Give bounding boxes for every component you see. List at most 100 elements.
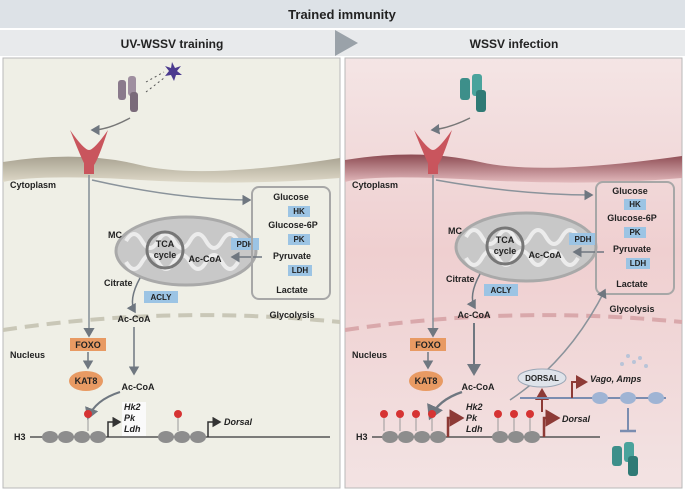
left-ldh-label: LDH (292, 266, 309, 275)
right-glucose-label: Glucose (612, 186, 648, 196)
right-foxo-box (410, 338, 446, 351)
right-pdh-label: PDH (575, 235, 592, 244)
left-dorsal-promoter-arrow (207, 416, 222, 437)
left-foxo-box (70, 338, 106, 351)
left-panel-title: UV-WSSV training (121, 37, 224, 51)
right-g6p-label: Glucose-6P (607, 213, 657, 223)
left-tca-cycle-icon (145, 230, 185, 270)
left-nucleus-label: Nucleus (10, 350, 45, 360)
right-panel: Cytoplasm Nucleus MC TCA cycle Ac-CoA Ci… (344, 57, 683, 489)
left-hk-label: HK (293, 207, 305, 216)
dorsal-protein-label: DORSAL (525, 374, 559, 383)
left-pk-label: PK (293, 235, 304, 244)
right-hk-box (624, 199, 646, 210)
virus-entry-arrow (90, 117, 131, 136)
left-gene-dorsal: Dorsal (224, 417, 253, 427)
left-gene-ldh: Ldh (124, 424, 141, 434)
dorsal-to-glycolysis-feedback-arrow (509, 288, 607, 401)
left-h3-label: H3 (14, 432, 26, 442)
header-title: Trained immunity (288, 7, 396, 22)
left-cycle-label: cycle (154, 250, 177, 260)
right-h3-label: H3 (356, 432, 368, 442)
right-cytoplasm-label: Cytoplasm (352, 180, 398, 190)
right-cyto-acoa-label: Ac-CoA (458, 310, 491, 320)
dorsal-protein-oval (517, 368, 567, 388)
right-acly-label: ACLY (490, 286, 512, 295)
right-nuclear-membrane (344, 313, 683, 332)
left-glucose-label: Glucose (273, 192, 309, 202)
right-hk-label: HK (629, 200, 641, 209)
left-foxo-label: FOXO (75, 340, 101, 350)
left-citrate-label: Citrate (104, 278, 133, 288)
transition-arrow (335, 30, 358, 56)
left-panel: Cytoplasm Nucleus MC TCA cycle Ac-CoA Ci… (2, 57, 341, 489)
right-lactate-label: Lactate (616, 279, 648, 289)
right-tca-label: TCA (496, 235, 515, 245)
left-hk-box (288, 206, 310, 217)
right-citrate-label: Citrate (446, 274, 475, 284)
right-tca-cycle-icon (485, 226, 525, 266)
right-mitochondrion (454, 211, 598, 283)
left-lactate-label: Lactate (276, 285, 308, 295)
left-g6p-label: Glucose-6P (268, 220, 318, 230)
right-mc-label: MC (448, 226, 462, 236)
amp-particles-icon (620, 354, 648, 368)
left-ldh-box (288, 265, 312, 276)
left-gene-hk2: Hk2 (124, 402, 141, 412)
right-acly-box (484, 284, 518, 296)
right-hk2-promoter-arrow (446, 409, 465, 437)
target-nucleosomes (592, 392, 664, 404)
left-gene-pk: Pk (124, 413, 136, 423)
right-virus-entry-arrow (430, 117, 471, 135)
left-pk-box (288, 234, 310, 245)
right-nucleus-label: Nucleus (352, 350, 387, 360)
right-pyruvate-label: Pyruvate (613, 244, 651, 254)
right-gene-dorsal: Dorsal (562, 414, 591, 424)
right-nuclear-acoa-label: Ac-CoA (462, 382, 495, 392)
receptor-to-glycolysis-arrow (91, 179, 252, 206)
left-acetyl-marks (84, 410, 182, 431)
right-receptor-to-glycolysis-arrow (435, 179, 594, 201)
right-nucleosomes (382, 431, 540, 443)
right-glycolysis-label: Glycolysis (609, 304, 654, 314)
left-mito-acoa-label: Ac-CoA (189, 254, 222, 264)
right-dorsal-promoter-arrow (542, 409, 561, 437)
right-ldh-label: LDH (630, 259, 647, 268)
right-gene-ldh: Ldh (466, 424, 483, 434)
right-kat8-label: KAT8 (415, 376, 438, 386)
left-receptor-icon (70, 130, 108, 174)
right-cycle-label: cycle (494, 246, 517, 256)
right-glycolysis-box (595, 181, 675, 295)
right-panel-title: WSSV infection (470, 37, 559, 51)
left-mitochondrion (114, 215, 258, 287)
right-kat8-oval (409, 371, 443, 391)
right-acetyl-marks (380, 410, 534, 431)
left-glycolysis-label: Glycolysis (269, 310, 314, 320)
citrate-to-acoa-arrow (126, 277, 141, 314)
right-gene-hk2: Hk2 (466, 402, 483, 412)
right-ldh-box (626, 258, 650, 269)
header-bar (0, 0, 685, 28)
uv-inactivated-virus-icon (118, 62, 182, 112)
left-kat8-oval (69, 371, 103, 391)
right-pk-label: PK (629, 228, 640, 237)
live-virus-icon (460, 74, 486, 112)
gene-vago-amps: Vago, Amps (590, 374, 641, 384)
left-mc-label: MC (108, 230, 122, 240)
left-tca-label: TCA (156, 239, 175, 249)
left-gene-list-box (122, 402, 146, 436)
left-cytoplasm-label: Cytoplasm (10, 180, 56, 190)
vago-promoter-arrow (571, 375, 588, 398)
left-pyruvate-label: Pyruvate (273, 251, 311, 261)
left-pdh-label: PDH (237, 240, 254, 249)
left-hk2-promoter-arrow (107, 416, 122, 437)
inhibited-virus-icon (612, 442, 638, 476)
left-acly-label: ACLY (150, 293, 172, 302)
right-citrate-to-acoa-arrow (466, 273, 481, 310)
left-kat8-label: KAT8 (75, 376, 98, 386)
left-nucleosomes (42, 431, 206, 443)
right-pk-box (624, 227, 646, 238)
right-receptor-icon (414, 130, 452, 174)
left-acly-box (144, 291, 178, 303)
